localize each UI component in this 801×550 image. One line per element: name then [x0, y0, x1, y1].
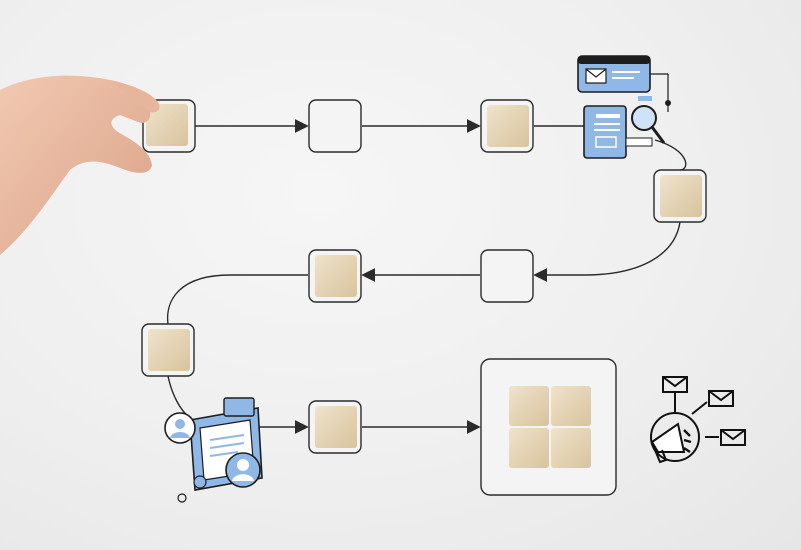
wood-block[interactable]	[509, 428, 549, 468]
flow-connectors	[166, 119, 687, 434]
frame-3	[480, 99, 534, 153]
wood-block[interactable]	[315, 255, 357, 297]
wood-block[interactable]	[660, 175, 702, 217]
frame-6	[308, 249, 362, 303]
wood-block[interactable]	[551, 428, 591, 468]
frame-final-large	[480, 358, 617, 496]
megaphone-email-icon	[650, 376, 746, 464]
user-folder-icon	[164, 397, 263, 503]
frame-2-empty	[308, 99, 362, 153]
frame-4	[653, 169, 707, 223]
email-document-search-icon	[577, 55, 671, 159]
wood-block[interactable]	[148, 329, 190, 371]
frame-5-empty	[480, 249, 534, 303]
wood-block[interactable]	[551, 386, 591, 426]
frame-8	[308, 400, 362, 454]
wood-block[interactable]	[315, 406, 357, 448]
wood-block[interactable]	[146, 104, 188, 146]
hand-icon	[0, 75, 160, 256]
wood-block[interactable]	[509, 386, 549, 426]
frame-7	[141, 323, 195, 377]
frame-1	[142, 99, 196, 153]
wood-block[interactable]	[487, 105, 529, 147]
